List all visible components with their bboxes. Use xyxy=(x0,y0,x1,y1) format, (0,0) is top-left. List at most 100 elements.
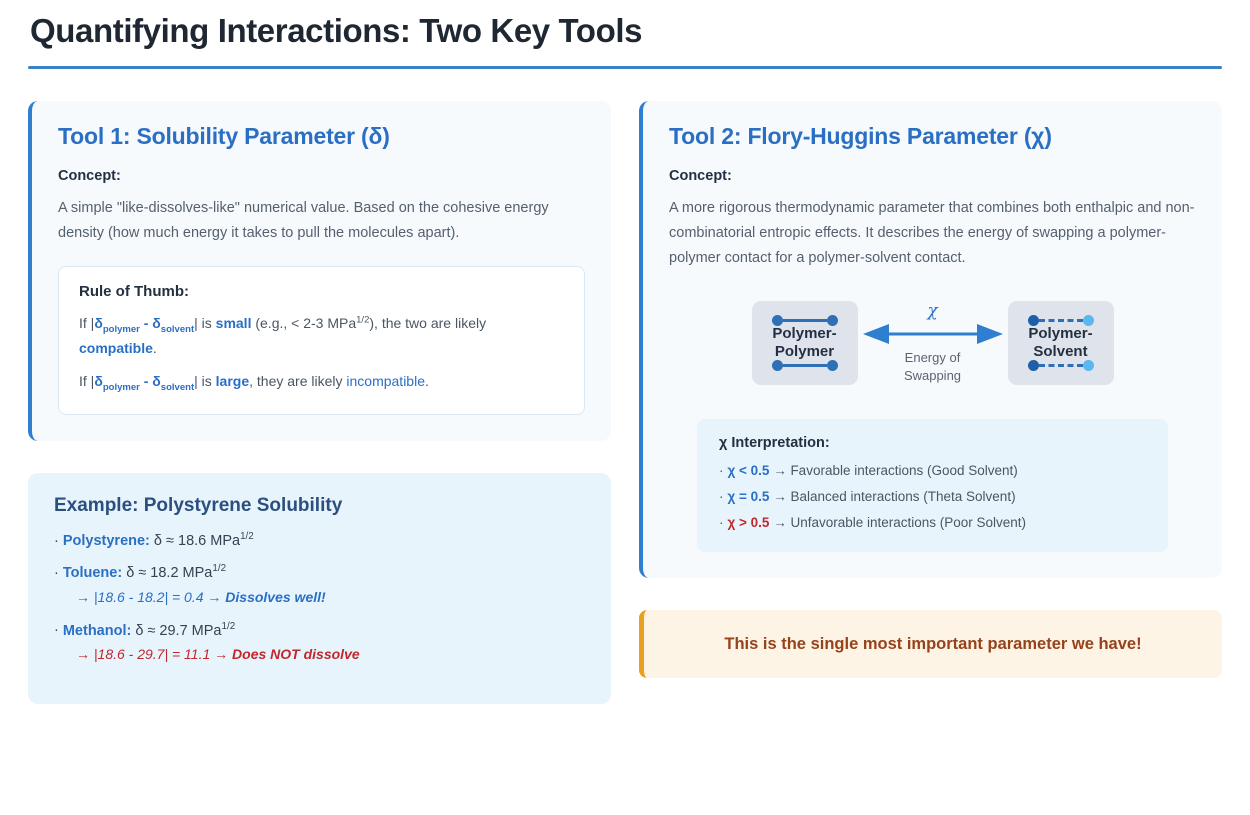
left-column: Tool 1: Solubility Parameter (δ) Concept… xyxy=(28,101,611,705)
rule-l1-result: compatible xyxy=(79,340,153,357)
dot-icon xyxy=(771,314,783,326)
rule-of-thumb-title: Rule of Thumb: xyxy=(79,282,189,300)
polymer-solvent-bond-bottom-icon xyxy=(1027,359,1094,371)
label-line-2: Solvent xyxy=(1033,342,1088,360)
rule-line-large: If |δpolymer - δsolvent| is large, they … xyxy=(79,370,564,395)
polymer-solvent-label: Polymer- Solvent xyxy=(1028,325,1092,362)
dot-icon xyxy=(826,314,838,326)
chi-item-key: χ > 0.5 xyxy=(727,515,770,531)
example-result-good: → |18.6 - 18.2| = 0.4 → Dissolves well! xyxy=(76,589,585,605)
example-title: Example: Polystyrene Solubility xyxy=(54,494,343,516)
polymer-polymer-label: Polymer- Polymer xyxy=(772,325,836,362)
dashed-bond-icon xyxy=(1038,318,1083,322)
rule-l1-delta2: δ xyxy=(152,314,161,331)
tool-1-concept-label: Concept: xyxy=(58,168,121,184)
key-takeaway-callout: This is the single most important parame… xyxy=(639,609,1222,679)
example-item-sup: 1/2 xyxy=(221,620,236,632)
rule-l2-delta2: δ xyxy=(152,373,161,390)
example-result-verdict: Dissolves well! xyxy=(225,588,326,605)
dot-icon xyxy=(1082,314,1094,326)
tool-2-concept-text: A more rigorous thermodynamic parameter … xyxy=(669,200,1195,266)
label-line-1: Polymer- xyxy=(772,324,837,342)
example-result-bad: → |18.6 - 29.7| = 11.1 → Does NOT dissol… xyxy=(76,646,585,662)
tool-2-concept-label: Concept: xyxy=(669,168,732,184)
rule-l1-mid: - xyxy=(139,314,153,331)
solid-bond-icon xyxy=(782,363,827,367)
example-item-name: Methanol: xyxy=(62,622,132,639)
dot-icon xyxy=(826,359,838,371)
chi-interpretation-title: χ Interpretation: xyxy=(719,434,830,451)
example-item-sup: 1/2 xyxy=(212,562,227,574)
tool-2-card: Tool 2: Flory-Huggins Parameter (χ) Conc… xyxy=(639,101,1222,578)
example-result-verdict: Does NOT dissolve xyxy=(232,646,360,663)
rule-l1-sub1: polymer xyxy=(102,323,140,335)
example-item-toluene: ·Toluene: δ ≈ 18.2 MPa1/2 xyxy=(54,563,585,581)
polymer-solvent-box: Polymer- Solvent xyxy=(1007,300,1114,385)
chi-item-unfavorable: ·χ > 0.5 → Unfavorable interactions (Poo… xyxy=(719,513,1146,533)
caption-line-1: Energy of xyxy=(904,350,961,366)
rule-l1-sup: 1/2 xyxy=(356,314,370,326)
chi-item-text: → Balanced interactions (Theta Solvent) xyxy=(769,489,1016,505)
chi-item-key: χ = 0.5 xyxy=(727,489,770,505)
key-takeaway-text: This is the single most important parame… xyxy=(724,634,1142,653)
rule-l1-small: small xyxy=(215,314,252,331)
right-column: Tool 2: Flory-Huggins Parameter (χ) Conc… xyxy=(639,101,1222,679)
rule-l2-sub1: polymer xyxy=(102,382,140,394)
example-item-name: Polystyrene: xyxy=(62,532,150,549)
polymer-polymer-bond-bottom-icon xyxy=(771,359,838,371)
rule-l2-post: | is xyxy=(194,373,216,390)
dot-icon xyxy=(1027,314,1039,326)
tool-1-heading: Tool 1: Solubility Parameter (δ) xyxy=(58,123,390,149)
rule-of-thumb-box: Rule of Thumb: If |δpolymer - δsolvent| … xyxy=(58,265,585,415)
swap-arrow-zone: χ Energy of Swapping xyxy=(858,301,1008,384)
chi-item-balanced: ·χ = 0.5 → Balanced interactions (Theta … xyxy=(719,487,1146,507)
polymer-polymer-box: Polymer- Polymer xyxy=(751,300,858,385)
rule-l1-tail: (e.g., < 2-3 MPa xyxy=(251,314,357,331)
example-item-value: δ ≈ 29.7 MPa xyxy=(131,622,222,639)
bullet-glyph: · xyxy=(54,622,59,639)
rule-l1-sub2: solvent xyxy=(160,323,195,335)
page-title: Quantifying Interactions: Two Key Tools xyxy=(30,12,643,49)
swapping-diagram: Polymer- Polymer χ xyxy=(669,300,1196,385)
rule-l2-period: . xyxy=(425,373,429,390)
example-item-polystyrene: ·Polystyrene: δ ≈ 18.6 MPa1/2 xyxy=(54,531,585,549)
title-divider xyxy=(28,66,1222,69)
bullet-glyph: · xyxy=(54,564,59,581)
example-item-name: Toluene: xyxy=(62,564,123,581)
bullet-glyph: · xyxy=(719,489,724,505)
bullet-glyph: · xyxy=(54,532,59,549)
rule-l2-result: incompatible xyxy=(346,373,425,390)
polymer-polymer-bond-top-icon xyxy=(771,314,838,326)
example-result-calc: → |18.6 - 29.7| = 11.1 → xyxy=(76,646,233,663)
rule-l1-pre: If | xyxy=(79,314,95,331)
dot-icon xyxy=(1082,359,1094,371)
double-arrow-icon xyxy=(862,324,1003,345)
dashed-bond-icon xyxy=(1038,363,1083,367)
diagram-inner: Polymer- Polymer χ xyxy=(751,300,1114,385)
rule-line-small: If |δpolymer - δsolvent| is small (e.g.,… xyxy=(79,312,564,361)
label-line-2: Polymer xyxy=(774,342,835,360)
swap-caption: Energy of Swapping xyxy=(858,349,1008,384)
example-card: Example: Polystyrene Solubility ·Polysty… xyxy=(28,472,611,705)
label-line-1: Polymer- xyxy=(1028,324,1093,342)
bullet-glyph: · xyxy=(719,462,724,478)
rule-l2-sub2: solvent xyxy=(160,382,195,394)
rule-l2-mid: - xyxy=(139,373,153,390)
two-column-layout: Tool 1: Solubility Parameter (δ) Concept… xyxy=(28,101,1222,705)
bullet-glyph: · xyxy=(719,515,724,531)
tool-2-heading: Tool 2: Flory-Huggins Parameter (χ) xyxy=(669,123,1052,149)
example-item-methanol: ·Methanol: δ ≈ 29.7 MPa1/2 xyxy=(54,621,585,639)
tool-1-concept-text: A simple "like-dissolves-like" numerical… xyxy=(58,200,549,241)
chi-interpretation-box: χ Interpretation: ·χ < 0.5 → Favorable i… xyxy=(697,418,1168,552)
chi-item-text: → Favorable interactions (Good Solvent) xyxy=(769,462,1018,478)
rule-l2-tail: , they are likely xyxy=(249,373,347,390)
example-item-value: δ ≈ 18.6 MPa xyxy=(149,532,241,549)
tool-1-card: Tool 1: Solubility Parameter (δ) Concept… xyxy=(28,101,611,441)
polymer-solvent-bond-top-icon xyxy=(1027,314,1094,326)
rule-l2-delta1: δ xyxy=(94,373,103,390)
example-result-calc: → |18.6 - 18.2| = 0.4 → xyxy=(76,588,226,605)
rule-l2-pre: If | xyxy=(79,373,95,390)
chi-symbol: χ xyxy=(927,301,938,322)
chi-item-text: → Unfavorable interactions (Poor Solvent… xyxy=(769,515,1027,531)
